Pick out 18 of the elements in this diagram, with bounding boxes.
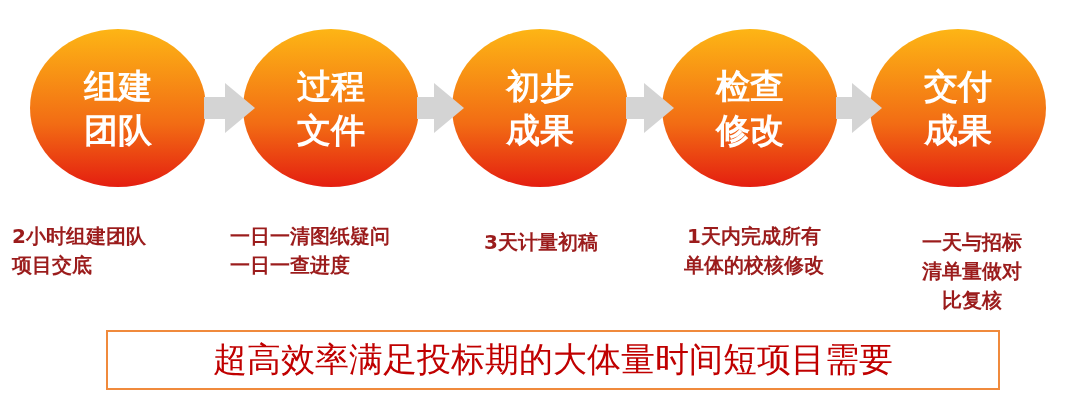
node-label: 超高效率满足投标期的大体量时间短项目需要 — [213, 338, 893, 381]
node-label: 组建团队 — [83, 64, 153, 152]
step-description: 一日一查进度 — [230, 252, 350, 279]
block-arrow — [836, 83, 882, 133]
banner-box — [106, 330, 1000, 390]
block-arrow — [204, 83, 255, 133]
node-label: 检查修改 — [715, 64, 785, 152]
step-description: 一天与招标清单量做对比复核 — [922, 229, 1022, 314]
step-description: 一日一清图纸疑问 — [230, 223, 390, 250]
step-description: 项目交底 — [12, 252, 92, 279]
step-description: 2小时组建团队 — [12, 223, 146, 250]
node-label: 交付成果 — [923, 64, 993, 152]
node-label: 过程文件 — [296, 64, 366, 152]
node-label: 初步成果 — [505, 64, 575, 152]
step-description: 1天内完成所有单体的校核修改 — [684, 223, 824, 279]
step-description: 3天计量初稿 — [484, 229, 598, 256]
block-arrow — [417, 83, 464, 133]
block-arrow — [626, 83, 674, 133]
